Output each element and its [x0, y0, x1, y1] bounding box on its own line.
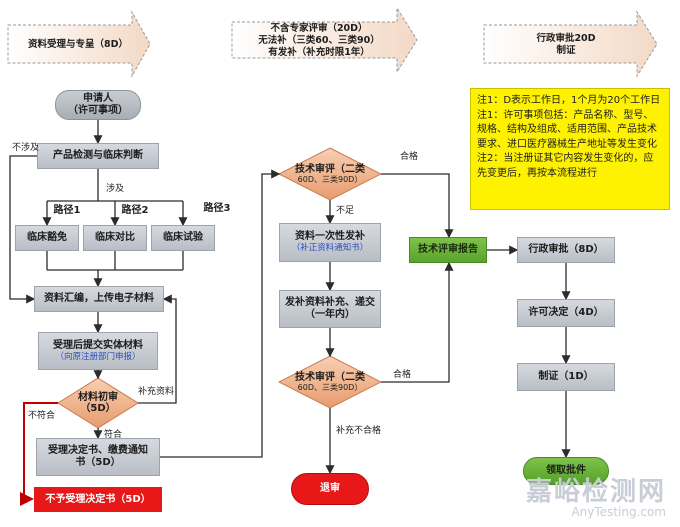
path3-label: 路径3 [200, 202, 234, 216]
acceptance-node: 受理决定书、缴费通知 书（5D） [36, 438, 160, 476]
submit-title: 受理后提交实体材料 [53, 339, 143, 351]
collect-node: 领取批件 [523, 457, 609, 485]
initial-review-line1: 材料初审 [78, 391, 118, 403]
applicant-title: 申请人 [83, 93, 113, 104]
path2-text: 路径2 [121, 205, 149, 216]
refused-label: 退审 [320, 483, 340, 494]
license-node: 许可决定（4D） [517, 299, 615, 327]
clinical-exempt-label: 临床豁免 [27, 232, 67, 243]
submit-subtitle: （向原注册部门申报） [55, 351, 141, 362]
clinical-compare-node: 临床对比 [83, 225, 147, 251]
clinical-exempt-node: 临床豁免 [15, 225, 79, 251]
product-test-node: 产品检测与临床判断 [37, 143, 159, 169]
refused-node: 退审 [291, 473, 369, 505]
edge-conform: 符合 [104, 430, 123, 440]
path3-text: 路径3 [203, 203, 231, 214]
watermark-cn: 嘉峪检测网 [525, 476, 666, 507]
phase2-line1: 不含专家评审（20D） [270, 23, 368, 35]
clinical-compare-label: 临床对比 [95, 232, 135, 243]
edge-insufficient: 不足 [336, 206, 355, 216]
phase1-banner [7, 10, 151, 78]
note-1: 注1：D表示工作日，1个月为20个工作日 [477, 95, 661, 106]
phase2-label: 不含专家评审（20D） 无法补（三类60、三类90） 有发补（补充时限1年） [238, 23, 400, 58]
one-time-subtitle: （补正资料通知书） [291, 243, 369, 254]
supplement-node: 发补资料补充、递交 （一年内） [279, 290, 381, 328]
submit-node: 受理后提交实体材料 （向原注册部门申报） [38, 332, 158, 370]
upload-node: 资料汇编，上传电子材料 [34, 286, 164, 312]
rejection-node: 不予受理决定书（5D） [34, 487, 162, 512]
phase3-line2: 制证 [556, 45, 576, 56]
path1-text: 路径1 [53, 205, 81, 216]
one-time-title: 资料一次性发补 [295, 231, 365, 243]
edge-supp-unqualified: 补充不合格 [336, 426, 382, 436]
clinical-trial-node: 临床试验 [151, 225, 215, 251]
phase2-line3: 有发补（补充时限1年） [268, 46, 370, 58]
edge-not-involved: 不涉及 [12, 143, 40, 153]
phase3-banner [483, 10, 658, 78]
phase1-label: 资料受理与专呈（8D） [20, 35, 136, 55]
phase3-line1: 行政审批20D [536, 33, 596, 45]
product-test-label: 产品检测与临床判断 [53, 150, 143, 161]
clinical-trial-label: 临床试验 [163, 232, 203, 243]
tech-review1-text: 技术审评（二类 60D、三类90D） [282, 155, 378, 193]
phase1-text: 资料受理与专呈（8D） [28, 39, 128, 51]
tech-review2-text: 技术审评（二类 60D、三类90D） [282, 363, 378, 401]
path2-label: 路径2 [118, 204, 152, 218]
edge-not-conform: 不符合 [28, 411, 56, 421]
phase2-line2: 无法补（三类60、三类90） [258, 35, 380, 47]
tech-report-node: 技术评审报告 [409, 237, 487, 263]
applicant-subtitle: （许可事项） [68, 105, 128, 116]
rejection-label: 不予受理决定书（5D） [45, 493, 151, 505]
cert-label: 制证（1D） [538, 371, 594, 382]
admin-approval-label: 行政审批（8D） [528, 244, 604, 255]
note-2: 注1：许可事项包括：产品名称、型号、规格、结构及组成、适用范围、产品技术要求、进… [477, 109, 657, 150]
tech-report-label: 技术评审报告 [418, 244, 478, 255]
initial-review-line2: （5D） [80, 403, 116, 414]
license-label: 许可决定（4D） [528, 307, 604, 318]
edge-qualified2: 合格 [393, 370, 412, 380]
supplement-line2: （一年内） [305, 309, 355, 320]
phase3-label: 行政审批20D 制证 [496, 32, 636, 58]
tech-review1-line2: 60D、三类90D） [297, 175, 363, 185]
upload-label: 资料汇编，上传电子材料 [44, 293, 154, 304]
watermark-en: AnyTesting.com [571, 504, 666, 519]
note-3: 注2：当注册证其它内容发生变化的，应先变更后，再按本流程进行 [477, 153, 654, 179]
initial-review-text: 材料初审 （5D） [62, 388, 134, 418]
edge-qualified1: 合格 [400, 152, 419, 162]
edge-involved: 涉及 [106, 184, 125, 194]
one-time-node: 资料一次性发补 （补正资料通知书） [279, 223, 381, 262]
collect-label: 领取批件 [546, 465, 586, 476]
cert-node: 制证（1D） [517, 363, 615, 391]
phase2-banner [231, 6, 418, 74]
admin-approval-node: 行政审批（8D） [517, 237, 615, 263]
supplement-line1: 发补资料补充、递交 [285, 297, 375, 308]
edge-supplement-material: 补充资料 [138, 387, 175, 397]
acceptance-line1: 受理决定书、缴费通知 [48, 445, 148, 456]
tech-review2-line1: 技术审评（二类 [295, 371, 365, 383]
tech-review2-line2: 60D、三类90D） [297, 383, 363, 393]
applicant-node: 申请人 （许可事项） [55, 90, 141, 120]
notes-box: 注1：D表示工作日，1个月为20个工作日 注1：许可事项包括：产品名称、型号、规… [470, 88, 670, 210]
acceptance-line2: 书（5D） [75, 457, 121, 468]
watermark: 嘉峪检测网 AnyTesting.com [526, 479, 666, 519]
tech-review1-line1: 技术审评（二类 [295, 163, 365, 175]
path1-label: 路径1 [50, 204, 84, 218]
